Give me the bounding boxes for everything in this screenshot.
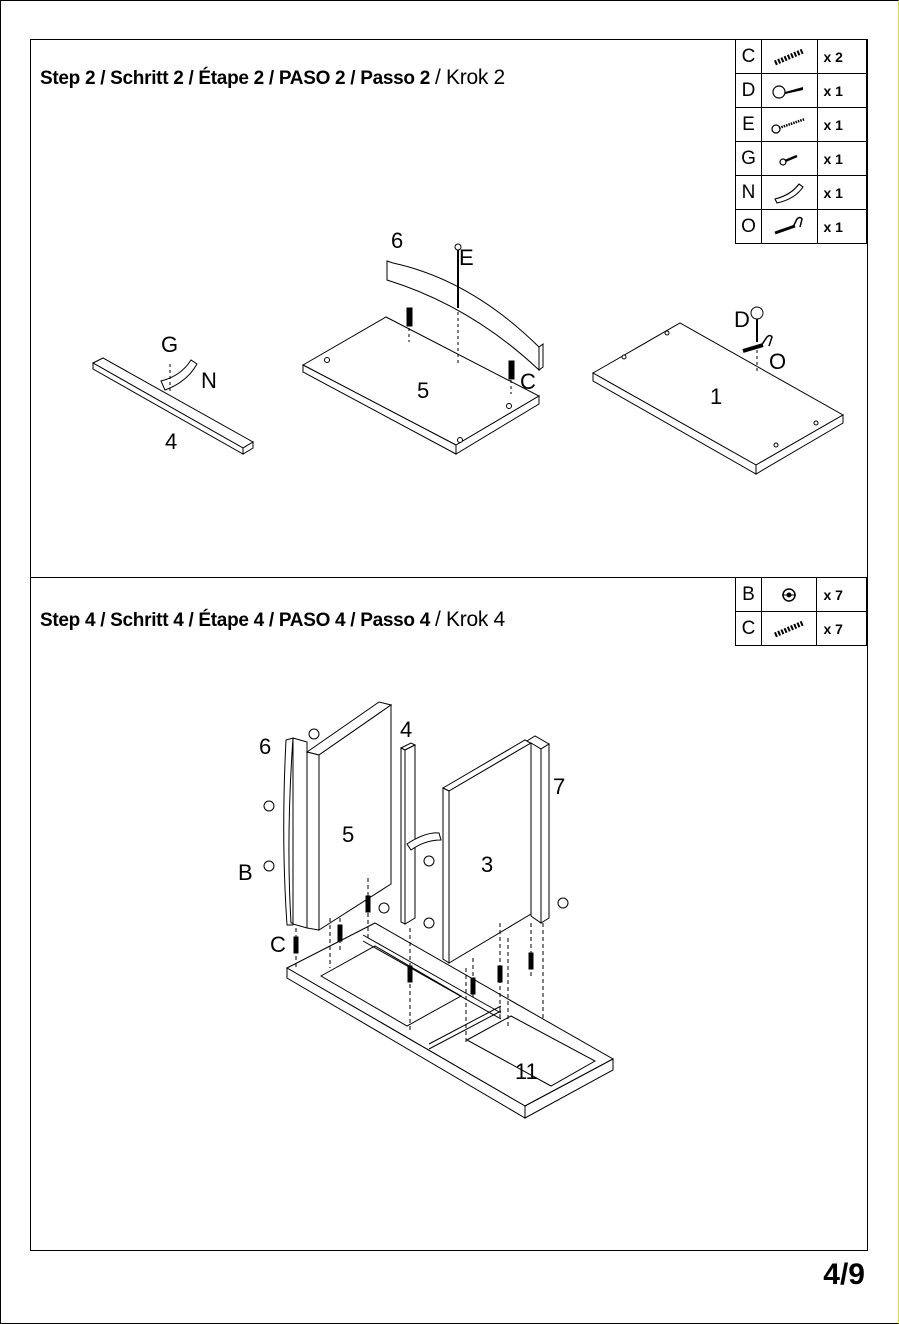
step2-drawing: 6 E D O G N C 5 1 4	[31, 40, 867, 578]
label-part-c: C	[270, 932, 286, 957]
label-part-e: E	[459, 245, 474, 270]
hook-o	[761, 336, 772, 347]
bracket-n	[161, 360, 197, 390]
page-number: 4/9	[823, 1258, 865, 1292]
label-panel4: 4	[400, 717, 412, 742]
label-part-b: B	[238, 860, 253, 885]
panel-5	[307, 702, 391, 930]
step2-panel: Step 2 / Schritt 2 / Étape 2 / PASO 2 / …	[30, 39, 868, 579]
label-part-d: D	[734, 307, 750, 332]
label-panel6: 6	[259, 734, 271, 759]
label-panel5: 5	[342, 822, 354, 847]
cam-bolt-d	[751, 307, 763, 319]
side-6	[284, 738, 293, 925]
label-part-c: C	[520, 369, 536, 394]
label-panel11: 11	[515, 1059, 538, 1084]
label-part-o: O	[769, 349, 786, 374]
dowel-c	[509, 361, 514, 379]
step4-panel: Step 4 / Schritt 4 / Étape 4 / PASO 4 / …	[30, 577, 868, 1251]
dowel-c	[407, 308, 412, 326]
label-panel7: 7	[553, 774, 565, 799]
post-4	[401, 743, 415, 924]
label-part-n: N	[201, 368, 217, 393]
label-panel5: 5	[417, 378, 429, 403]
label-part-g: G	[161, 332, 178, 357]
label-panel4: 4	[165, 429, 177, 454]
label-panel1: 1	[710, 384, 722, 409]
label-panel6: 6	[391, 228, 403, 253]
label-panel3: 3	[481, 852, 493, 877]
step4-drawing: 6 4 7 5 3 B C 11	[31, 578, 867, 1250]
